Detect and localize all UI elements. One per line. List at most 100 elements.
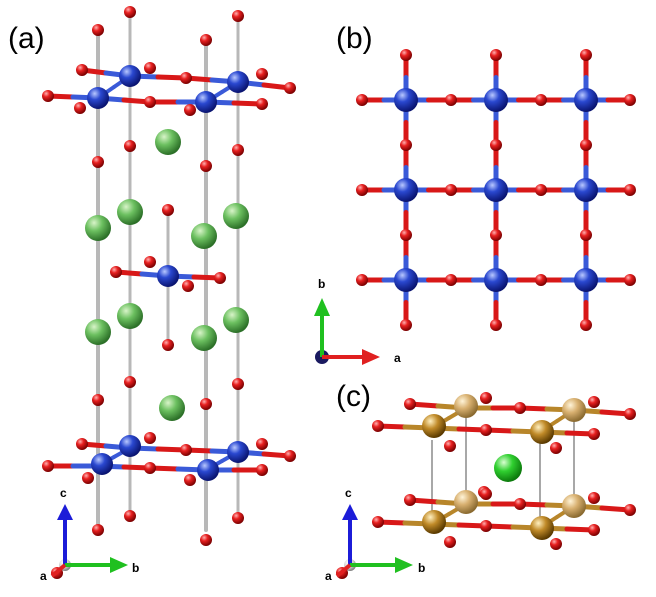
axis-label-a-panel-b: a bbox=[394, 351, 401, 365]
oxygen-atom bbox=[214, 272, 226, 284]
oxygen-atom bbox=[356, 94, 368, 106]
oxygen-atom bbox=[480, 488, 492, 500]
metal-atom bbox=[484, 268, 508, 292]
oxygen-atom bbox=[124, 140, 136, 152]
oxygen-atom bbox=[535, 94, 547, 106]
cation-atom bbox=[85, 215, 111, 241]
oxygen-atom bbox=[200, 398, 212, 410]
oxygen-atom bbox=[124, 510, 136, 522]
cation-atom bbox=[85, 319, 111, 345]
oxygen-atom bbox=[200, 160, 212, 172]
metal-atom bbox=[422, 510, 446, 534]
metal-atom bbox=[227, 71, 249, 93]
oxygen-atom bbox=[76, 64, 88, 76]
oxygen-atom bbox=[588, 396, 600, 408]
metal-atom bbox=[119, 435, 141, 457]
oxygen-atom bbox=[480, 520, 492, 532]
metal-atom bbox=[157, 265, 179, 287]
axis-b-arrow-head bbox=[110, 557, 128, 573]
oxygen-atom bbox=[144, 62, 156, 74]
oxygen-atom bbox=[144, 256, 156, 268]
oxygen-atom bbox=[588, 492, 600, 504]
metal-atom bbox=[195, 91, 217, 113]
oxygen-atom bbox=[372, 420, 384, 432]
oxygen-atom bbox=[200, 34, 212, 46]
oxygen-atom bbox=[232, 144, 244, 156]
panel-label-c: (c) bbox=[336, 380, 371, 413]
cation-atom bbox=[117, 303, 143, 329]
axis-label-b-panel-a: b bbox=[132, 561, 139, 575]
oxygen-atom bbox=[92, 24, 104, 36]
axis-c-arrow-head bbox=[342, 504, 358, 520]
axis-indicators bbox=[50, 298, 413, 578]
axis-label-a-panel-a: a bbox=[40, 569, 47, 583]
cation-atom bbox=[191, 223, 217, 249]
oxygen-atom bbox=[372, 516, 384, 528]
cation-atom bbox=[223, 307, 249, 333]
metal-atom bbox=[530, 420, 554, 444]
cation-atom bbox=[155, 129, 181, 155]
axis-c-arrow-head bbox=[57, 504, 73, 520]
oxygen-atom bbox=[580, 229, 592, 241]
oxygen-atom bbox=[480, 392, 492, 404]
oxygen-atom bbox=[404, 494, 416, 506]
oxygen-atom bbox=[580, 49, 592, 61]
cation-atom bbox=[191, 325, 217, 351]
axis-label-c-panel-a: c bbox=[60, 486, 67, 500]
oxygen-atom bbox=[232, 512, 244, 524]
axis-a-arrow-shaft bbox=[50, 563, 67, 578]
oxygen-atom bbox=[256, 68, 268, 80]
oxygen-atom bbox=[144, 462, 156, 474]
oxygen-atom bbox=[42, 90, 54, 102]
cation-atom bbox=[117, 199, 143, 225]
oxygen-atom bbox=[92, 156, 104, 168]
axis-label-b-panel-b: b bbox=[318, 277, 325, 291]
oxygen-atom bbox=[588, 524, 600, 536]
axis-label-a-panel-c: a bbox=[325, 569, 332, 583]
metal-atom bbox=[574, 178, 598, 202]
metal-atom bbox=[574, 268, 598, 292]
axis-a-arrow-head bbox=[362, 349, 380, 365]
metal-atom bbox=[562, 398, 586, 422]
oxygen-atom bbox=[82, 472, 94, 484]
oxygen-atom bbox=[256, 438, 268, 450]
oxygen-atom bbox=[92, 524, 104, 536]
axis-label-c-panel-c: c bbox=[345, 486, 352, 500]
oxygen-atom bbox=[550, 442, 562, 454]
panel-label-b: (b) bbox=[336, 22, 373, 55]
axis-b-arrow-head bbox=[395, 557, 413, 573]
oxygen-atom bbox=[445, 184, 457, 196]
metal-atom bbox=[574, 88, 598, 112]
oxygen-atom bbox=[356, 184, 368, 196]
oxygen-atom bbox=[444, 536, 456, 548]
cation-atom bbox=[494, 454, 522, 482]
oxygen-atom bbox=[550, 538, 562, 550]
atom-layer bbox=[42, 6, 636, 579]
oxygen-atom bbox=[404, 398, 416, 410]
metal-atom bbox=[394, 268, 418, 292]
panel-label-a: (a) bbox=[8, 22, 45, 55]
axis-a-arrow-shaft bbox=[335, 563, 352, 578]
oxygen-atom bbox=[144, 96, 156, 108]
oxygen-atom bbox=[284, 450, 296, 462]
oxygen-atom bbox=[490, 229, 502, 241]
oxygen-atom bbox=[356, 274, 368, 286]
oxygen-atom bbox=[184, 474, 196, 486]
oxygen-atom bbox=[110, 266, 122, 278]
oxygen-atom bbox=[514, 498, 526, 510]
oxygen-atom bbox=[232, 10, 244, 22]
oxygen-atom bbox=[624, 274, 636, 286]
oxygen-atom bbox=[200, 534, 212, 546]
metal-atom bbox=[454, 394, 478, 418]
metal-atom bbox=[91, 453, 113, 475]
oxygen-atom bbox=[624, 504, 636, 516]
oxygen-atom bbox=[400, 139, 412, 151]
metal-atom bbox=[394, 178, 418, 202]
oxygen-atom bbox=[232, 378, 244, 390]
metal-atom bbox=[484, 88, 508, 112]
oxygen-atom bbox=[535, 184, 547, 196]
metal-atom bbox=[484, 178, 508, 202]
oxygen-atom bbox=[180, 72, 192, 84]
oxygen-atom bbox=[400, 49, 412, 61]
